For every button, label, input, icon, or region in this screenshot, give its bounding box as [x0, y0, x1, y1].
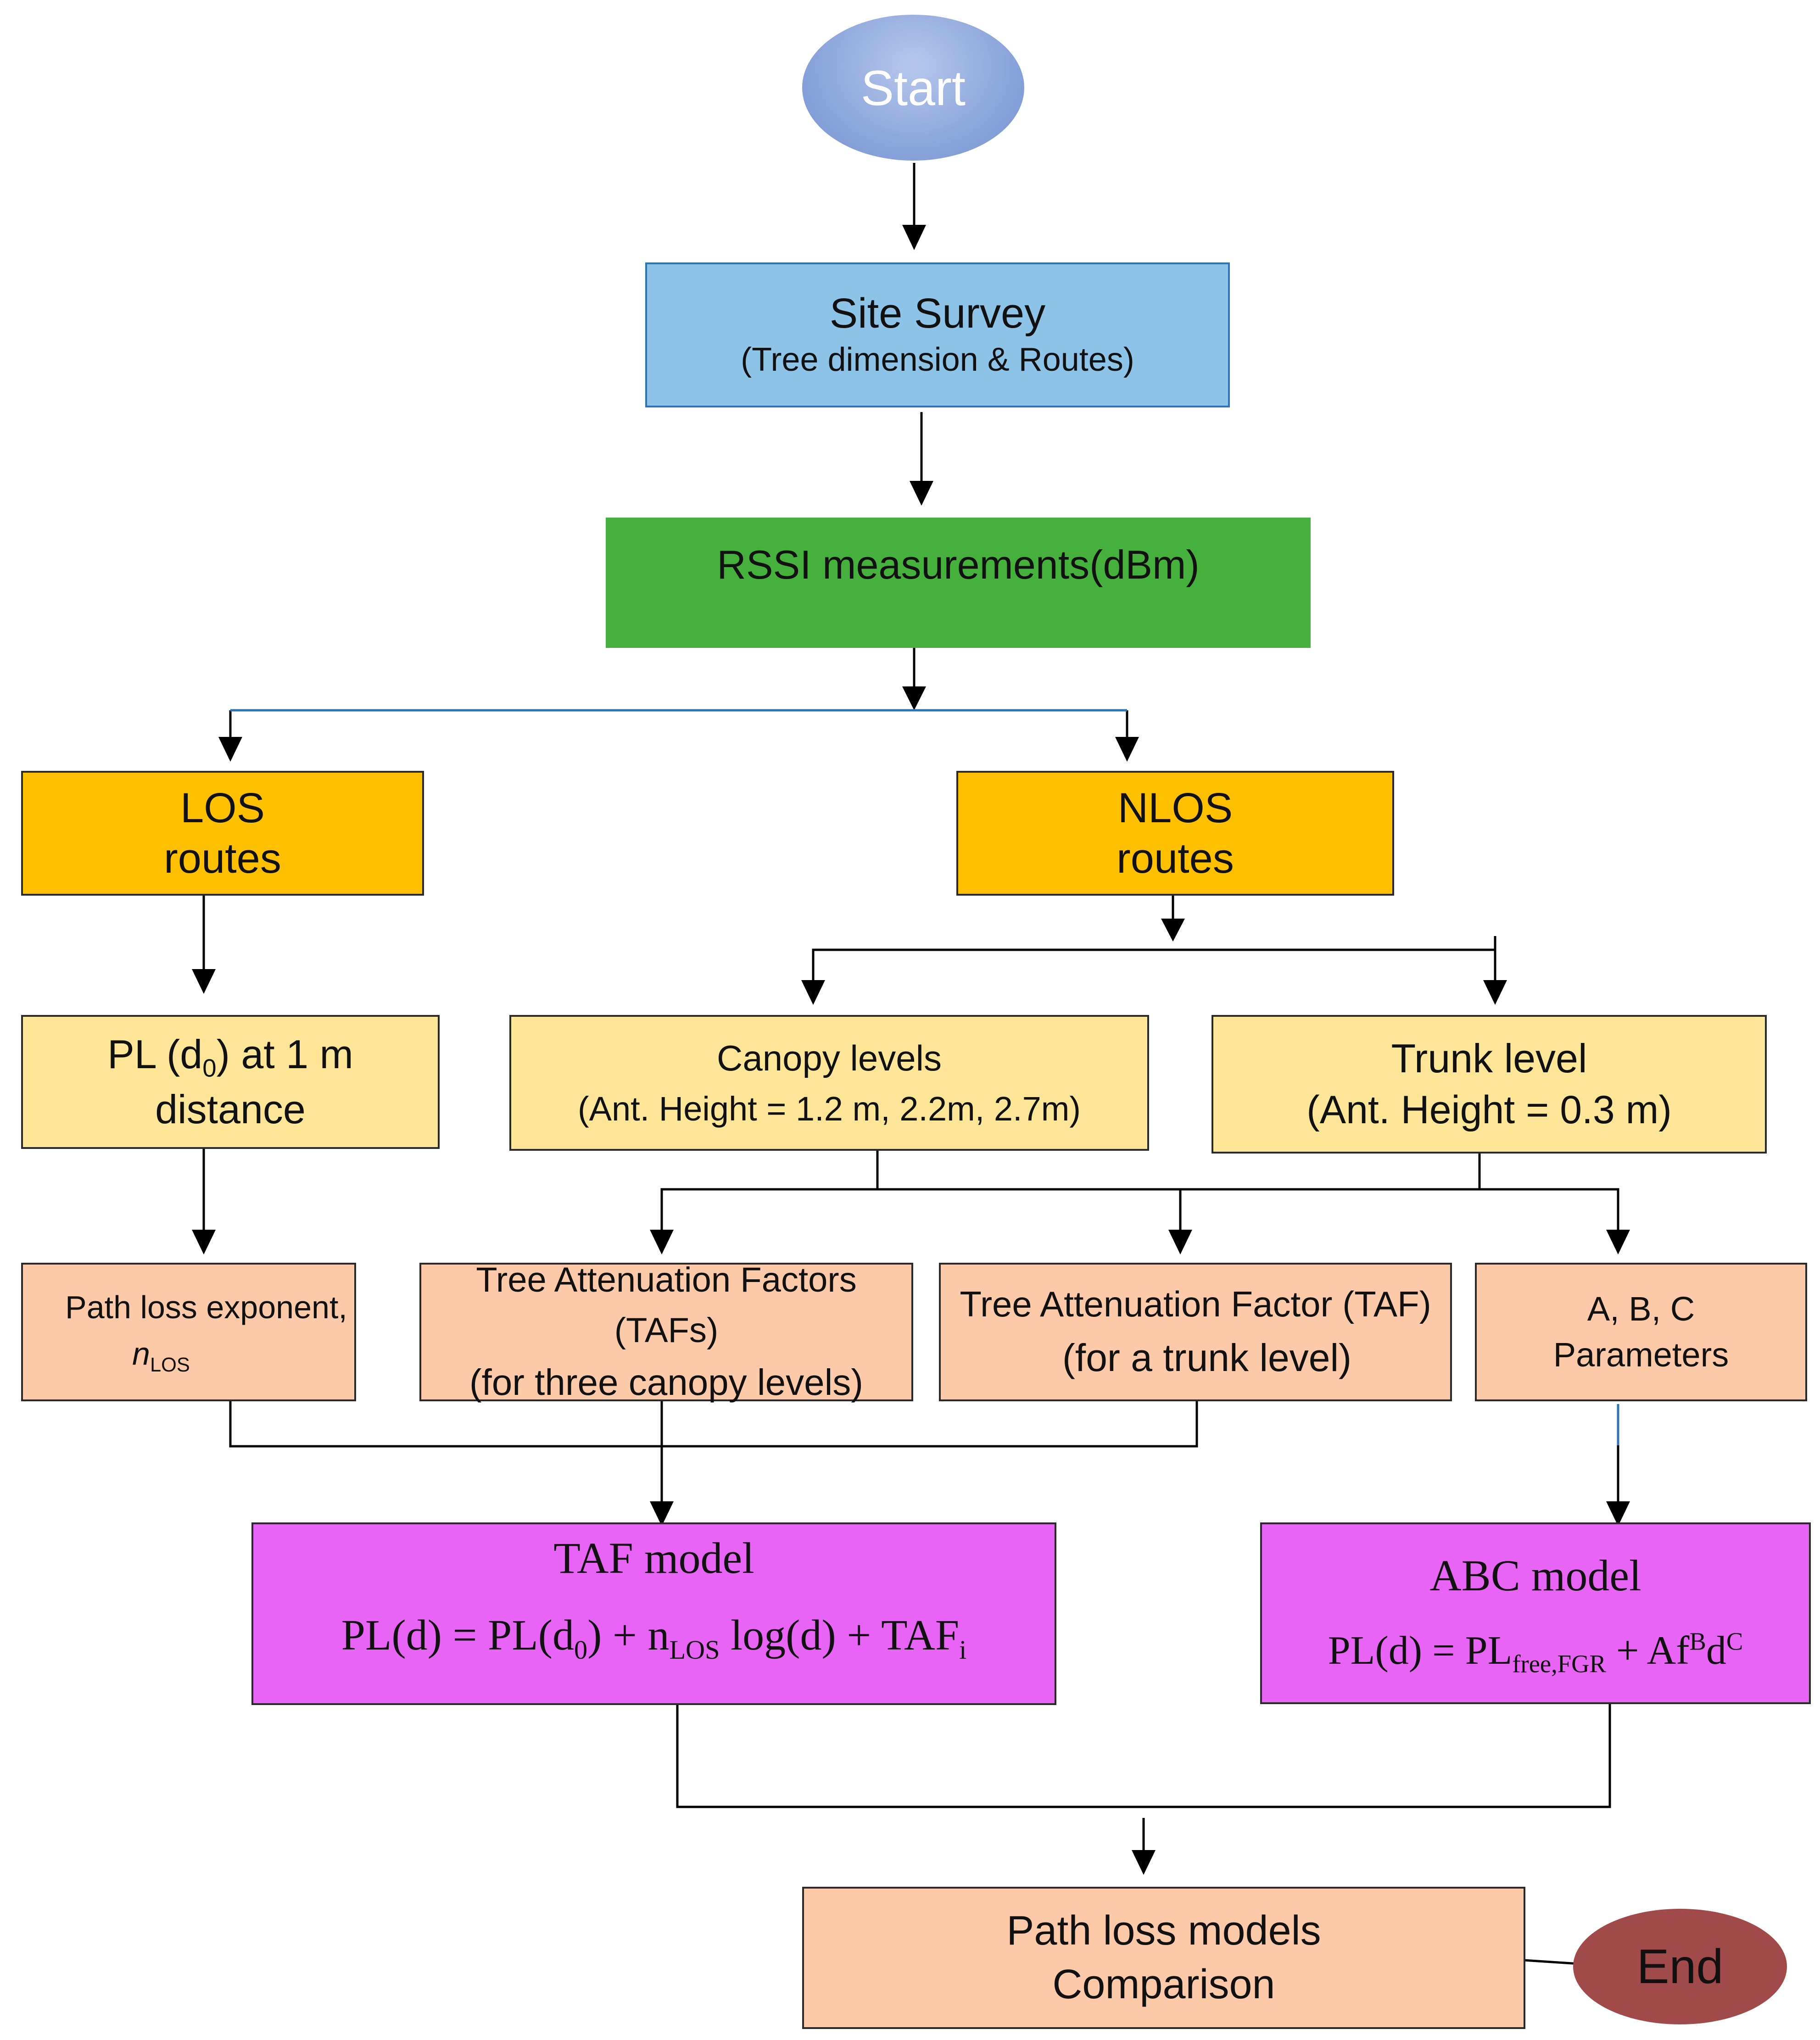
- line-results-to-taf-model: [229, 1399, 1198, 1448]
- trunk-line2: (Ant. Height = 0.3 m): [1306, 1088, 1672, 1132]
- end-label: End: [1636, 1939, 1724, 1994]
- tafs-line1: Tree Attenuation Factors (TAFs): [476, 1260, 857, 1350]
- abc-model-equation: PL(d) = PLfree,FGR + AfBdC: [1328, 1625, 1743, 1681]
- abc-model-box: ABC model PL(d) = PLfree,FGR + AfBdC: [1260, 1522, 1811, 1704]
- abc-model-title: ABC model: [1429, 1551, 1641, 1600]
- abc-line2: Parameters: [1553, 1336, 1729, 1374]
- los-label-line1: LOS: [180, 784, 265, 831]
- los-label-line2: routes: [164, 835, 281, 882]
- rssi-box: RSSI measurements(dBm): [606, 518, 1311, 648]
- taf-line1: Tree Attenuation Factor (TAF): [960, 1283, 1431, 1324]
- nlos-label-line2: routes: [1117, 835, 1234, 882]
- path-loss-exponent-box: Path loss exponent, nLOS: [21, 1263, 356, 1401]
- taf-eq-a-sub: 0: [574, 1634, 588, 1665]
- ple-sub: LOS: [150, 1354, 190, 1377]
- taf-eq-b-sub: LOS: [669, 1634, 720, 1665]
- taf-box: Tree Attenuation Factor (TAF) (for a tru…: [939, 1263, 1452, 1401]
- taf-line2: (for a trunk level): [1062, 1336, 1352, 1379]
- abc-eq-a: PL(d) = PL: [1328, 1628, 1513, 1673]
- canopy-levels-box: Canopy levels (Ant. Height = 1.2 m, 2.2m…: [509, 1015, 1149, 1151]
- taf-model-title: TAF model: [553, 1533, 754, 1583]
- pl-d0-box: PL (d0) at 1 m distance: [21, 1015, 440, 1149]
- line-nlos-branch: [812, 948, 1496, 992]
- start-ellipse: Start: [802, 15, 1024, 161]
- abc-parameters-box: A, B, C Parameters: [1475, 1263, 1807, 1401]
- pl-d0-sub: 0: [202, 1054, 217, 1082]
- pl-d0-line2: distance: [155, 1086, 306, 1132]
- ple-n: n: [132, 1336, 150, 1372]
- trunk-level-box: Trunk level (Ant. Height = 0.3 m): [1211, 1015, 1767, 1154]
- site-survey-box: Site Survey (Tree dimension & Routes): [645, 262, 1230, 407]
- abc-eq-b: + Af: [1606, 1628, 1690, 1673]
- ple-line1: Path loss exponent,: [65, 1289, 347, 1325]
- comparison-line2: Comparison: [1052, 1962, 1275, 2007]
- taf-eq-c-sub: i: [959, 1634, 967, 1665]
- site-survey-subtitle: (Tree dimension & Routes): [741, 341, 1134, 379]
- line-models-to-comparison: [676, 1703, 1611, 1808]
- nlos-label-line1: NLOS: [1117, 784, 1233, 831]
- taf-eq-c: log(d) + TAF: [720, 1611, 960, 1659]
- los-routes-box: LOS routes: [21, 771, 424, 896]
- rssi-label: RSSI measurements(dBm): [717, 542, 1200, 587]
- taf-eq-a: PL(d) = PL(d: [341, 1611, 574, 1659]
- pl-d0-line1: PL (d0) at 1 m: [107, 1029, 353, 1084]
- nlos-routes-box: NLOS routes: [956, 771, 1394, 896]
- tafs-box: Tree Attenuation Factors (TAFs) (for thr…: [419, 1260, 913, 1403]
- abc-line1: A, B, C: [1587, 1290, 1695, 1328]
- abc-eq-c-sup: C: [1726, 1627, 1743, 1655]
- pl-d0-suffix: ) at 1 m: [216, 1031, 353, 1077]
- line-comparison-to-end: [1523, 1959, 1580, 1965]
- comparison-line1: Path loss models: [1006, 1908, 1321, 1954]
- abc-eq-a-sub: free,FGR: [1512, 1650, 1606, 1678]
- ple-line2: nLOS: [65, 1331, 190, 1380]
- comparison-box: Path loss models Comparison: [802, 1887, 1525, 2029]
- start-label: Start: [860, 60, 966, 116]
- line-canopy-branch: [660, 1149, 879, 1242]
- line-trunk-branch: [1179, 1154, 1481, 1242]
- pl-d0-prefix: PL (d: [107, 1031, 203, 1077]
- abc-eq-b-sup: B: [1689, 1627, 1706, 1655]
- site-survey-title: Site Survey: [829, 290, 1046, 337]
- taf-model-box: TAF model PL(d) = PL(d0) + nLOS log(d) +…: [251, 1522, 1056, 1705]
- abc-eq-c: d: [1706, 1628, 1726, 1673]
- canopy-line1: Canopy levels: [717, 1037, 942, 1078]
- canopy-line2: (Ant. Height = 1.2 m, 2.2m, 2.7m): [577, 1089, 1081, 1128]
- end-ellipse: End: [1573, 1909, 1787, 2024]
- taf-model-equation: PL(d) = PL(d0) + nLOS log(d) + TAFi: [341, 1607, 967, 1667]
- taf-eq-b: ) + n: [587, 1611, 670, 1659]
- tafs-line2: (for three canopy levels): [469, 1362, 864, 1403]
- trunk-line1: Trunk level: [1391, 1035, 1587, 1081]
